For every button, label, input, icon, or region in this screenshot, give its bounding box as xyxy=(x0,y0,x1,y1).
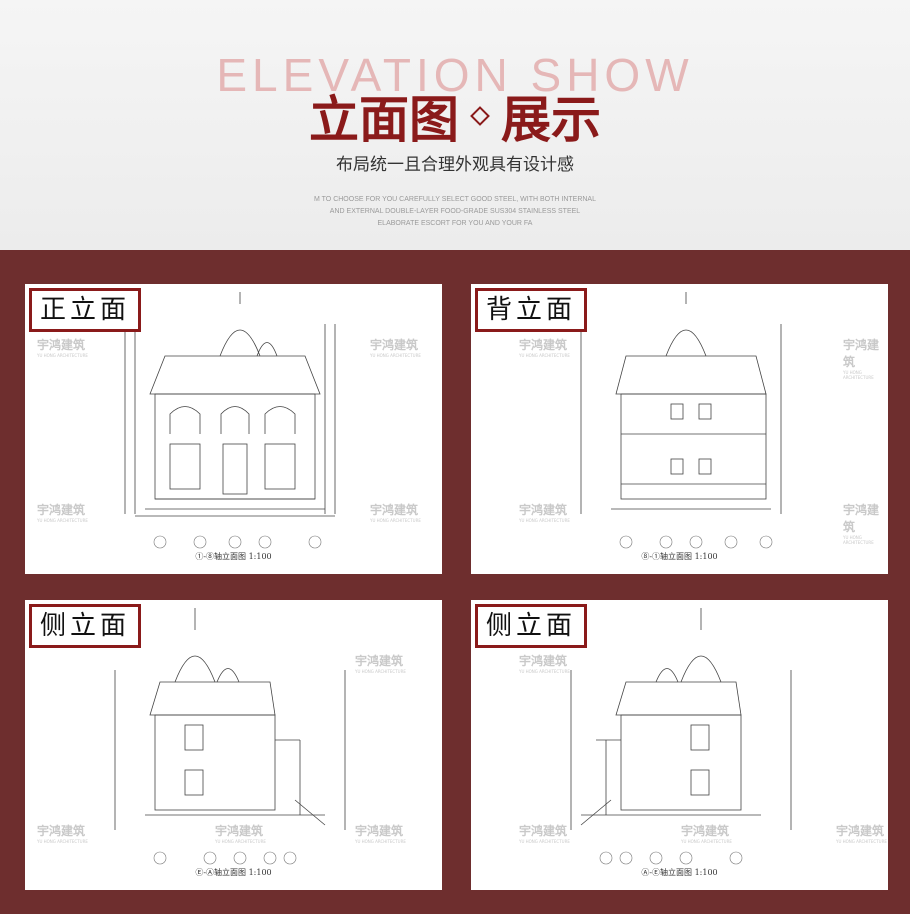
drawing-caption: ⑧-①轴立面图 1:100 xyxy=(641,552,718,561)
diamond-icon xyxy=(470,106,490,126)
description: M TO CHOOSE FOR YOU CAREFULLY SELECT GOO… xyxy=(0,194,910,230)
chinese-title: 立面图 展示 xyxy=(0,80,910,152)
description-line: M TO CHOOSE FOR YOU CAREFULLY SELECT GOO… xyxy=(314,196,596,203)
description-line: AND EXTERNAL DOUBLE-LAYER FOOD-GRADE SUS… xyxy=(329,208,581,215)
panel-label: 正立面 xyxy=(29,288,142,332)
title-right: 展示 xyxy=(501,91,601,149)
drawing-caption: ①-⑧轴立面图 1:100 xyxy=(195,552,272,561)
description-line: ELABORATE ESCORT FOR YOU AND YOUR FA xyxy=(377,220,533,227)
panel-label: 背立面 xyxy=(475,288,588,332)
side-elevation-drawing xyxy=(114,608,346,865)
front-elevation-drawing xyxy=(124,292,336,549)
subtitle: 布局统一且合理外观具有设计感 xyxy=(336,155,574,175)
panel-label: 侧立面 xyxy=(475,604,588,648)
drawing-caption: Ⓐ-Ⓔ轴立面图 1:100 xyxy=(641,868,718,877)
side-elevation-drawing xyxy=(570,608,792,865)
english-title: ELEVATION SHOW xyxy=(216,49,694,101)
header: ELEVATION SHOW 立面图 展示 布局统一且合理外观具有设计感 M T… xyxy=(0,0,910,250)
panel-label: 侧立面 xyxy=(29,604,142,648)
drawing-caption: Ⓔ-Ⓐ轴立面图 1:100 xyxy=(195,868,272,877)
back-elevation-drawing xyxy=(580,292,782,549)
title-left: 立面图 xyxy=(309,91,459,149)
